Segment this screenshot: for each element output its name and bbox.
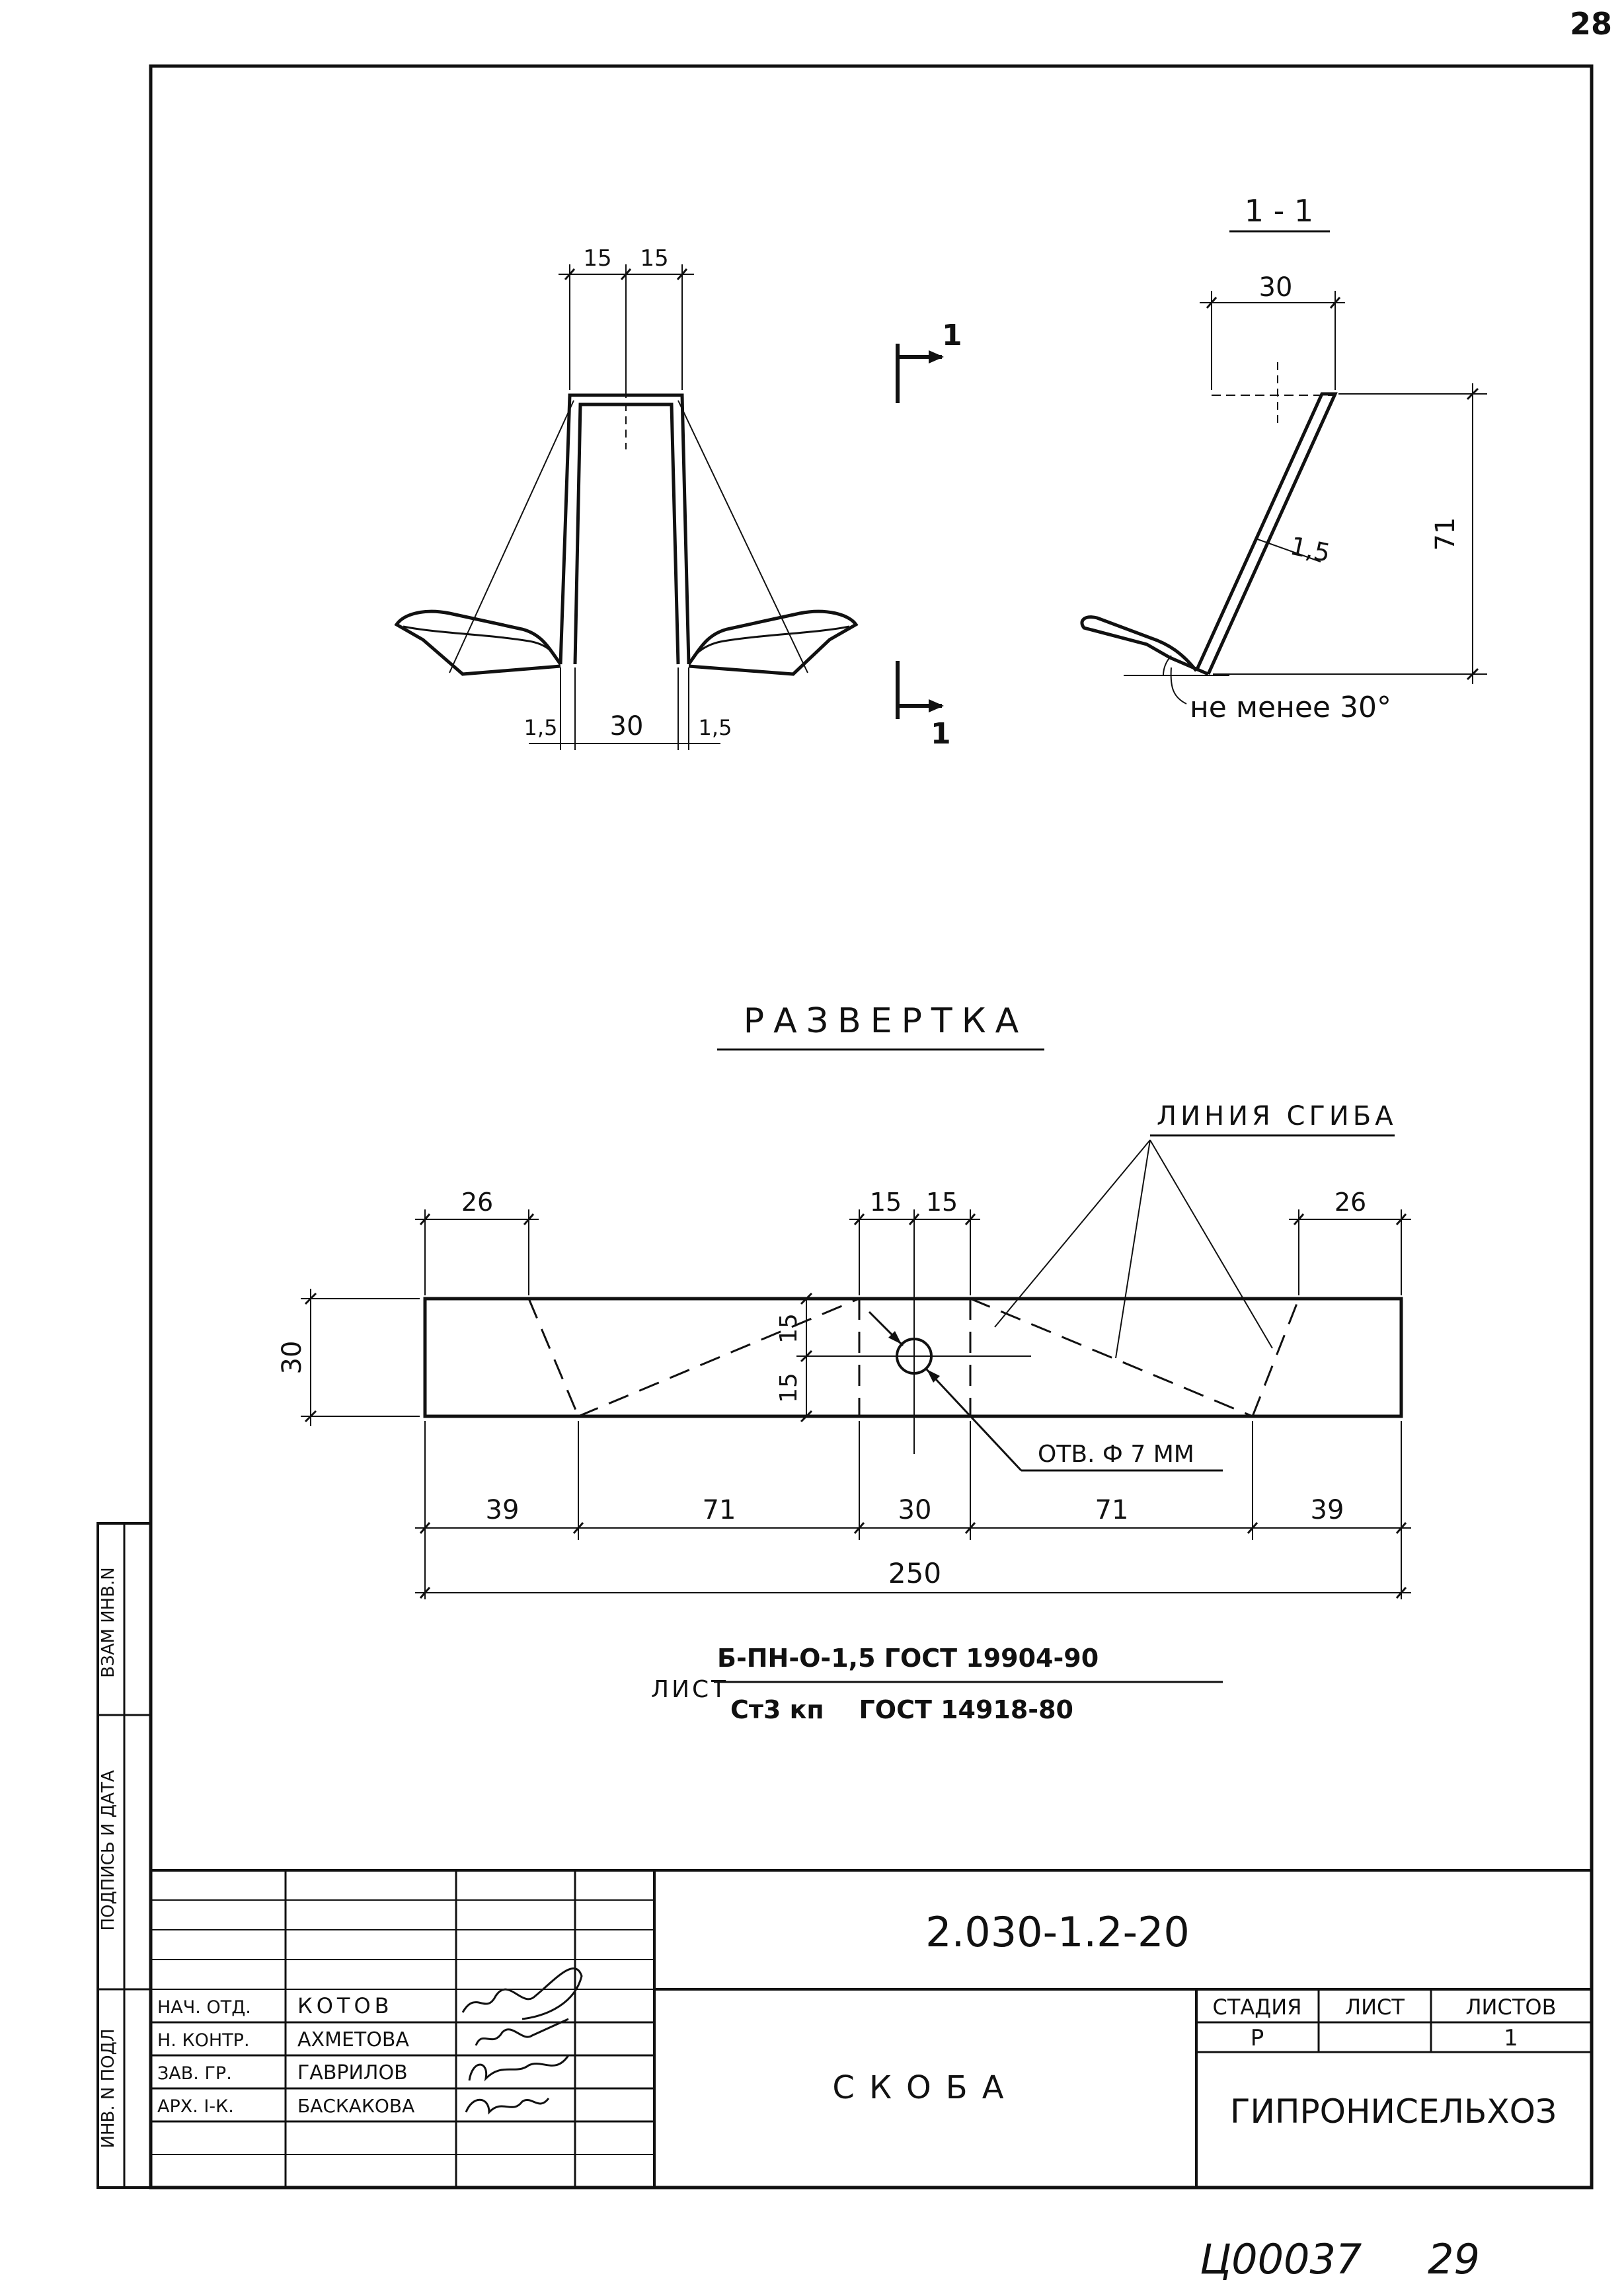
side-stamp: ВЗАМ ИНВ.N ПОДПИСЬ И ДАТА ИНВ. N ПОДЛ xyxy=(97,1522,152,2189)
section-title: 1 - 1 xyxy=(1245,193,1313,229)
section-marker-bottom: 1 xyxy=(931,717,951,751)
dim-thickness-left: 1,5 xyxy=(524,715,558,740)
top-dim-mid-left: 15 xyxy=(870,1188,902,1217)
name-2: АХМЕТОВА xyxy=(297,2028,409,2051)
name-1: КОТОВ xyxy=(297,1993,393,2018)
section-height: 71 xyxy=(1430,517,1461,551)
section-thickness: 1,5 xyxy=(1288,531,1333,568)
role-1: НАЧ. ОТД. xyxy=(157,1997,251,2018)
bottom-dim-5: 39 xyxy=(1311,1495,1344,1525)
top-dim-right: 26 xyxy=(1334,1188,1366,1217)
footer-page: 29 xyxy=(1428,2235,1480,2283)
inner-height-bottom: 15 xyxy=(775,1373,802,1403)
stamp-vzam: ВЗАМ ИНВ.N xyxy=(98,1567,118,1678)
flat-pattern-title: РАЗВЕРТКА xyxy=(744,1001,1028,1041)
signatures xyxy=(461,1967,583,2115)
drawing-frame xyxy=(149,64,1594,2190)
bend-line-label: ЛИНИЯ СГИБА xyxy=(1157,1101,1397,1131)
stamp-inv: ИНВ. N ПОДЛ xyxy=(98,2029,118,2149)
section-marker: 1 1 xyxy=(896,319,962,751)
bottom-dim-2: 71 xyxy=(703,1495,736,1525)
total-length: 250 xyxy=(888,1557,941,1589)
sheets-value: 1 xyxy=(1504,2025,1518,2051)
section-marker-top: 1 xyxy=(942,319,962,352)
hole-label: ОТВ. Ф 7 ММ xyxy=(1038,1441,1194,1468)
stamp-podpis: ПОДПИСЬ И ДАТА xyxy=(98,1770,118,1930)
dim-half-left: 15 xyxy=(583,245,611,272)
section-view: 1 - 1 не менее 30° 30 71 1,5 xyxy=(1080,193,1487,724)
material-prefix: ЛИСТ xyxy=(651,1676,728,1703)
bottom-dim-1: 39 xyxy=(486,1495,520,1525)
bottom-dim-3: 30 xyxy=(898,1495,932,1525)
top-dim-left: 26 xyxy=(461,1188,493,1217)
sheets-header: ЛИСТОВ xyxy=(1465,1995,1556,2020)
stage-value: Р xyxy=(1251,2025,1264,2051)
flat-pattern: РАЗВЕРТКА ЛИНИЯ СГИБА ОТВ. Ф 7 ММ xyxy=(277,1001,1411,1599)
footer-code: Ц00037 xyxy=(1200,2235,1362,2283)
sheet-header: ЛИСТ xyxy=(1345,1995,1405,2020)
doc-name: СКОБА xyxy=(832,2069,1018,2106)
front-view: 15 15 1,5 30 1,5 xyxy=(394,245,859,750)
name-3: ГАВРИЛОВ xyxy=(297,2061,408,2084)
role-4: АРХ. I-К. xyxy=(157,2096,234,2117)
strip-height: 30 xyxy=(277,1341,307,1375)
material-spec: ЛИСТ Б-ПН-О-1,5 ГОСТ 19904-90 Ст3 кп ГОС… xyxy=(651,1644,1223,1724)
dim-half-right: 15 xyxy=(640,245,668,272)
role-3: ЗАВ. ГР. xyxy=(157,2063,232,2084)
dim-thickness-right: 1,5 xyxy=(699,715,732,740)
material-numerator: Б-ПН-О-1,5 ГОСТ 19904-90 xyxy=(717,1644,1099,1673)
inner-height-top: 15 xyxy=(775,1313,802,1344)
name-4: БАСКАКОВА xyxy=(297,2095,414,2117)
top-dim-mid-right: 15 xyxy=(926,1188,958,1217)
stage-header: СТАДИЯ xyxy=(1213,1995,1302,2020)
org-name: ГИПРОНИСЕЛЬХОЗ xyxy=(1230,2092,1557,2131)
angle-note: не менее 30° xyxy=(1190,691,1391,724)
section-width: 30 xyxy=(1259,272,1293,303)
role-2: Н. КОНТР. xyxy=(157,2030,250,2051)
dim-bottom-width: 30 xyxy=(610,711,644,742)
material-denominator: Ст3 кп ГОСТ 14918-80 xyxy=(730,1695,1073,1724)
title-block: НАЧ. ОТД. КОТОВ Н. КОНТР. АХМЕТОВА ЗАВ. … xyxy=(151,1869,1592,2188)
doc-code: 2.030-1.2-20 xyxy=(925,1908,1190,1956)
page-number: 28 xyxy=(1570,6,1612,42)
bottom-dim-4: 71 xyxy=(1095,1495,1129,1525)
